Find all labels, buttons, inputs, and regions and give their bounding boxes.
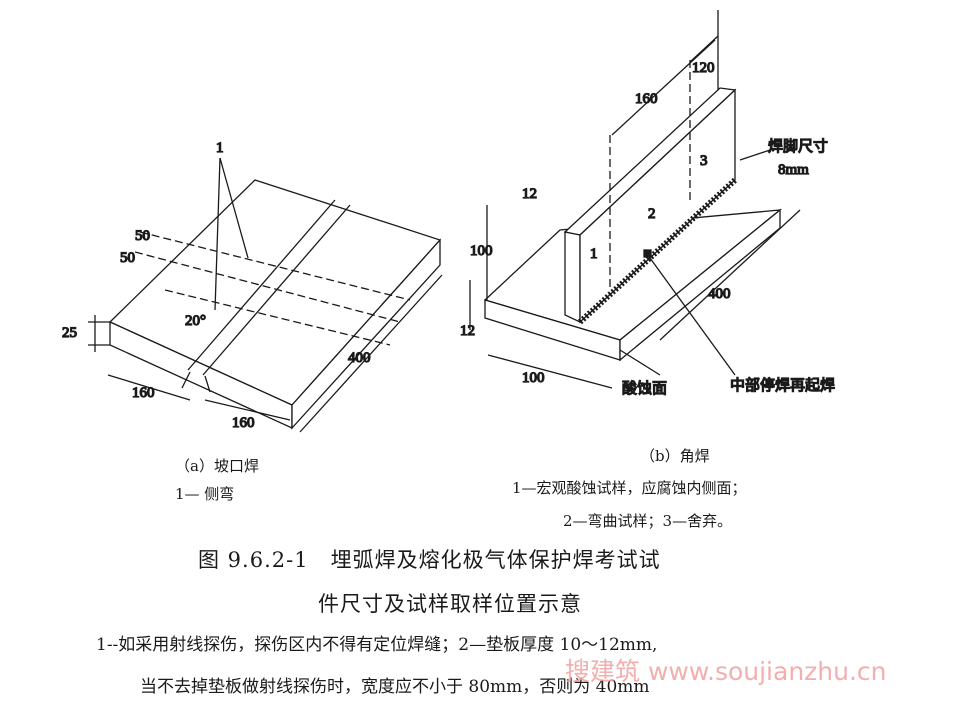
dim-label: 100 [470,243,493,259]
dim-label: 120 [692,60,715,76]
legend-b-1: 1—宏观酸蚀试样，应腐蚀内侧面； [512,479,747,497]
dim-label: 50 [120,250,135,266]
legend-a: 1— 侧弯 [175,485,235,503]
dim-label: 25 [62,325,77,341]
note-line2: 当不去掉垫板做射线探伤时，宽度应不小于 80mm，否则为 40mm [140,677,650,697]
dim-label: 20° [185,313,206,329]
restart-label: 中部停焊再起焊 [730,377,835,394]
dim-label: 160 [635,91,658,107]
dim-label: 400 [708,286,731,302]
note-line1: 1--如采用射线探伤，探伤区内不得有定位焊缝；2—垫板厚度 10～12mm, [96,635,658,655]
etch-face-label: 酸蚀面 [622,380,667,397]
watermark: 搜建筑 www.soujianzhu.cn [565,657,887,686]
weld-leg-label: 焊脚尺寸 [768,138,828,155]
weld-leg-value: 8mm [778,162,809,178]
dim-label: 12 [460,323,475,339]
caption-a: （a）坡口焊 [175,457,259,475]
caption-b: （b）角焊 [640,447,710,465]
dim-label: 100 [522,370,545,386]
dim-label: 160 [232,415,255,431]
zone-label: 3 [700,153,708,169]
dim-label: 12 [522,186,537,202]
zone-label: 2 [648,206,656,222]
dim-label: 400 [348,350,371,366]
fillet-weld-assembly [469,10,801,389]
dim-label: 1 [216,140,224,156]
figure-title-line1: 图 9.6.2-1 埋弧焊及熔化极气体保护焊考试试 [198,548,661,572]
dim-label: 160 [132,385,155,401]
legend-b-2: 2—弯曲试样；3—舍弃。 [563,512,733,530]
figure-title-line2: 件尺寸及试样取样位置示意 [318,592,582,616]
zone-label: 1 [590,246,598,262]
dim-label: 50 [135,228,150,244]
groove-weld-plate [88,157,443,433]
